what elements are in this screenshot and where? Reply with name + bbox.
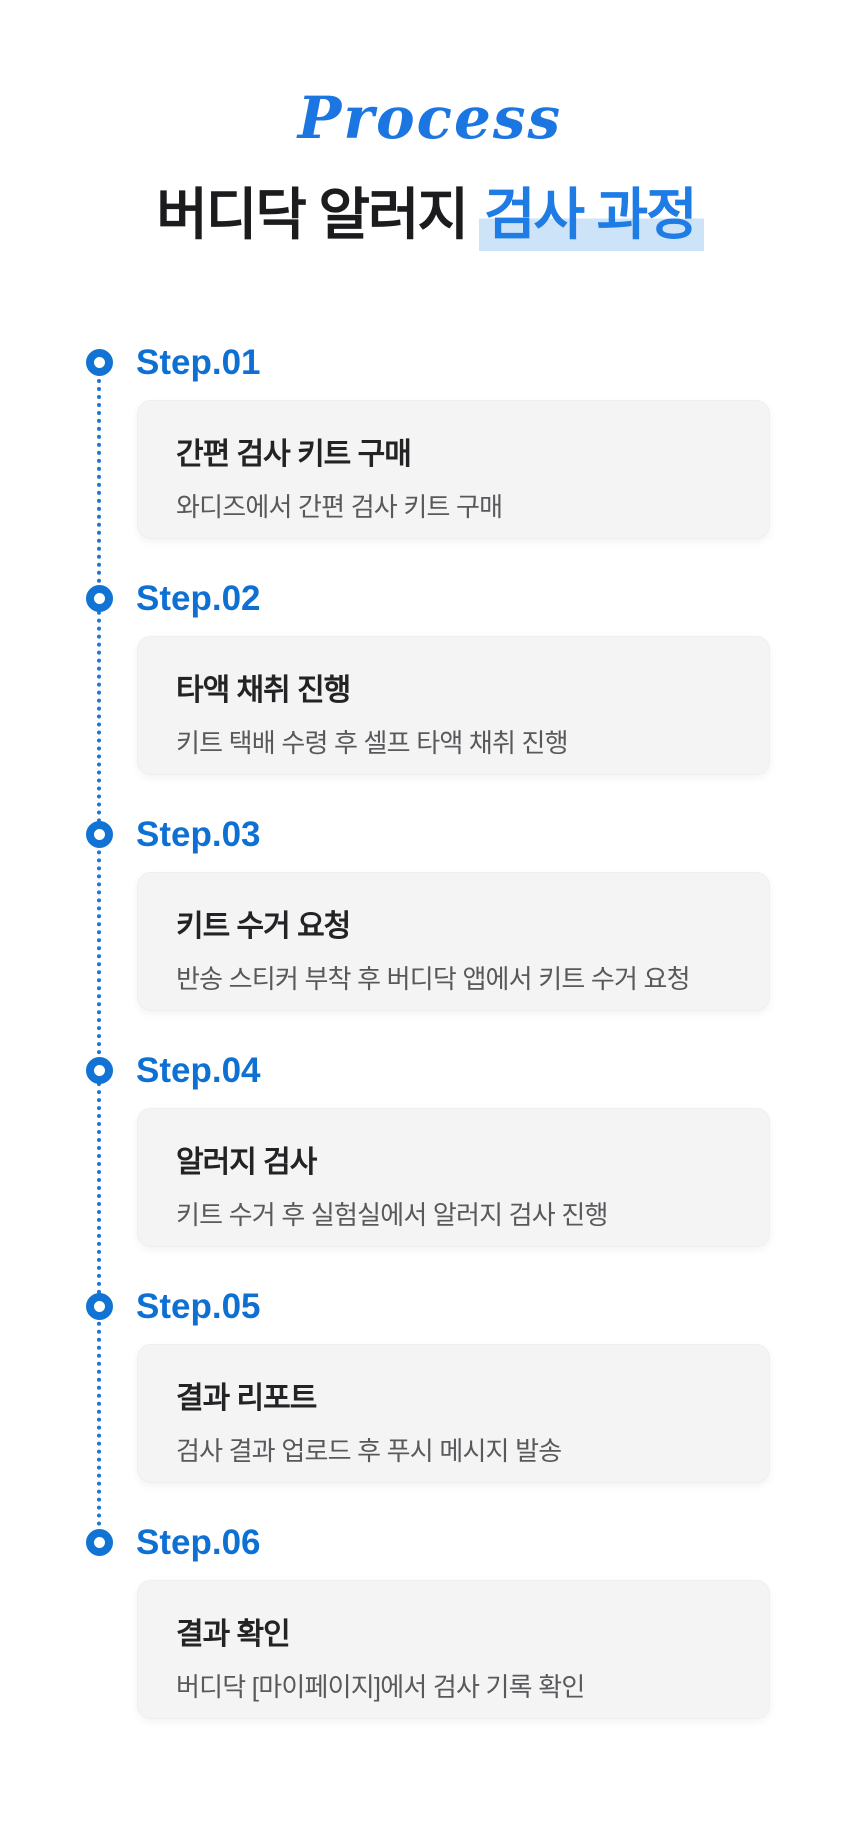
- process-script-label: Process: [297, 84, 563, 152]
- page-title-highlighted-part: 검사 과정: [479, 182, 704, 251]
- step-label: Step.02: [136, 578, 261, 618]
- step-marker-ring-icon: [86, 821, 113, 849]
- step-header: Step.06: [0, 1523, 860, 1563]
- steps-list: Step.01 간편 검사 키트 구매 와디즈에서 간편 검사 키트 구매 St…: [0, 343, 860, 1759]
- step-card-description: 키트 수거 후 실험실에서 알러지 검사 진행: [176, 1199, 608, 1230]
- step-label: Step.05: [136, 1286, 261, 1326]
- page-title-black-part: 버디닥 알러지: [156, 182, 469, 246]
- step-marker-ring-icon: [86, 349, 113, 377]
- step-label: Step.06: [136, 1522, 261, 1562]
- step-header: Step.04: [0, 1051, 860, 1091]
- step-label: Step.01: [136, 342, 261, 382]
- step-card-description: 키트 택배 수령 후 셀프 타액 채취 진행: [176, 727, 569, 758]
- step-card: 타액 채취 진행 키트 택배 수령 후 셀프 타액 채취 진행: [137, 635, 770, 775]
- step-block: Step.01 간편 검사 키트 구매 와디즈에서 간편 검사 키트 구매: [0, 343, 860, 579]
- step-header: Step.01: [0, 343, 860, 383]
- step-marker-ring-icon: [86, 1057, 113, 1085]
- step-card-title: 알러지 검사: [176, 1145, 317, 1179]
- step-card: 키트 수거 요청 반송 스티커 부착 후 버디닥 앱에서 키트 수거 요청: [137, 871, 770, 1011]
- step-header: Step.03: [0, 815, 860, 855]
- step-block: Step.03 키트 수거 요청 반송 스티커 부착 후 버디닥 앱에서 키트 …: [0, 815, 860, 1051]
- step-card-description: 버디닥 [마이페이지]에서 검사 기록 확인: [176, 1671, 585, 1702]
- step-card-description: 검사 결과 업로드 후 푸시 메시지 발송: [176, 1435, 562, 1466]
- step-marker-ring-icon: [86, 1529, 113, 1557]
- steps-timeline: Step.01 간편 검사 키트 구매 와디즈에서 간편 검사 키트 구매 St…: [0, 343, 860, 1759]
- step-header: Step.02: [0, 579, 860, 619]
- step-card-description: 와디즈에서 간편 검사 키트 구매: [176, 491, 503, 522]
- timeline-dotted-line: [97, 362, 101, 1543]
- step-block: Step.05 결과 리포트 검사 결과 업로드 후 푸시 메시지 발송: [0, 1287, 860, 1523]
- step-card-title: 결과 리포트: [176, 1381, 317, 1415]
- step-block: Step.02 타액 채취 진행 키트 택배 수령 후 셀프 타액 채취 진행: [0, 579, 860, 815]
- step-block: Step.04 알러지 검사 키트 수거 후 실험실에서 알러지 검사 진행: [0, 1051, 860, 1287]
- step-card-title: 타액 채취 진행: [176, 673, 351, 707]
- step-header: Step.05: [0, 1287, 860, 1327]
- step-marker-ring-icon: [86, 585, 113, 613]
- step-card: 알러지 검사 키트 수거 후 실험실에서 알러지 검사 진행: [137, 1107, 770, 1247]
- step-card: 결과 확인 버디닥 [마이페이지]에서 검사 기록 확인: [137, 1579, 770, 1719]
- step-card-title: 키트 수거 요청: [176, 909, 351, 943]
- step-card: 간편 검사 키트 구매 와디즈에서 간편 검사 키트 구매: [137, 399, 770, 539]
- step-label: Step.03: [136, 814, 261, 854]
- step-card: 결과 리포트 검사 결과 업로드 후 푸시 메시지 발송: [137, 1343, 770, 1483]
- step-card-description: 반송 스티커 부착 후 버디닥 앱에서 키트 수거 요청: [176, 963, 691, 994]
- step-block: Step.06 결과 확인 버디닥 [마이페이지]에서 검사 기록 확인: [0, 1523, 860, 1759]
- step-label: Step.04: [136, 1050, 261, 1090]
- step-card-title: 결과 확인: [176, 1617, 291, 1651]
- step-marker-ring-icon: [86, 1293, 113, 1321]
- step-card-title: 간편 검사 키트 구매: [176, 437, 412, 471]
